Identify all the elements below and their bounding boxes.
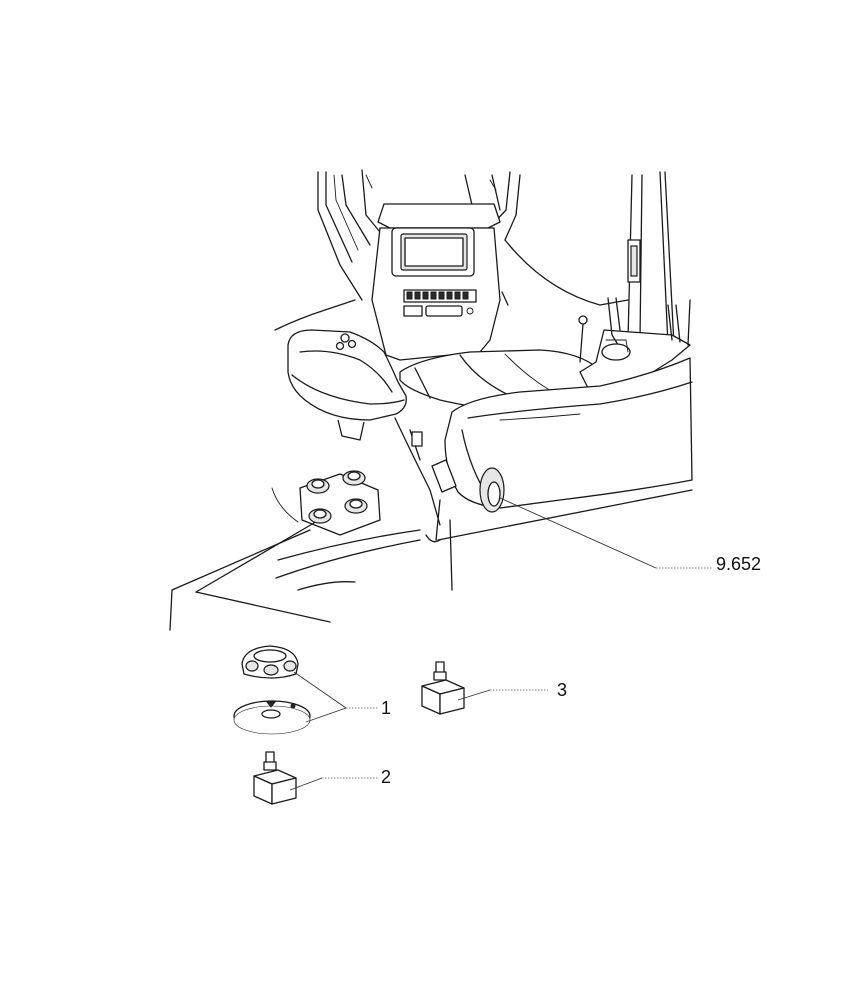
part-3-knob — [421, 661, 465, 715]
callout-item-3: 3 — [557, 680, 567, 700]
part-2-knob — [253, 751, 297, 805]
cab-illustration — [169, 169, 693, 631]
callout-ref-9-652: 9.652 — [716, 554, 761, 574]
callout-item-1: 1 — [381, 698, 391, 718]
callout-item-2: 2 — [381, 767, 391, 787]
leader-lines — [289, 497, 712, 791]
part-1-dome-cap — [241, 645, 299, 679]
part-1-washer-disc — [233, 700, 311, 735]
switch-row — [406, 291, 469, 300]
